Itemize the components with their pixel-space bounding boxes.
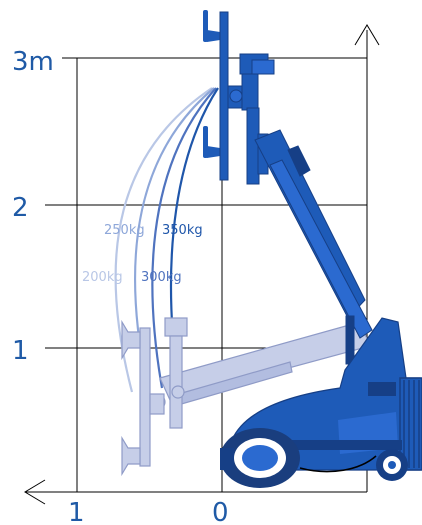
height-label-1: 1: [12, 336, 29, 366]
label-300kg: 300kg: [141, 270, 182, 285]
rear-wheel: [376, 449, 408, 481]
front-wheel: [220, 428, 300, 488]
suction-cup-bottom: [203, 126, 220, 158]
height-label-3m: 3m: [12, 47, 54, 77]
horizontal-axis-arrow: [24, 479, 367, 505]
height-label-2: 2: [12, 193, 29, 223]
reach-label-1: 1: [68, 498, 85, 525]
counterweight: [399, 377, 422, 471]
arc-300kg: [151, 87, 217, 389]
rotation-head: [227, 53, 275, 185]
reach-label-0: 0: [212, 498, 229, 525]
arc-200kg: [114, 87, 213, 393]
lowered-machine-ghost: [121, 317, 371, 477]
boom: [254, 129, 373, 377]
label-200kg: 200kg: [82, 270, 123, 285]
label-350kg: 350kg: [162, 223, 203, 238]
glass-frame: [219, 11, 229, 181]
suction-cup-top: [203, 10, 220, 42]
label-250kg: 250kg: [104, 223, 145, 238]
vacuum-lifter-machine: [203, 10, 422, 488]
